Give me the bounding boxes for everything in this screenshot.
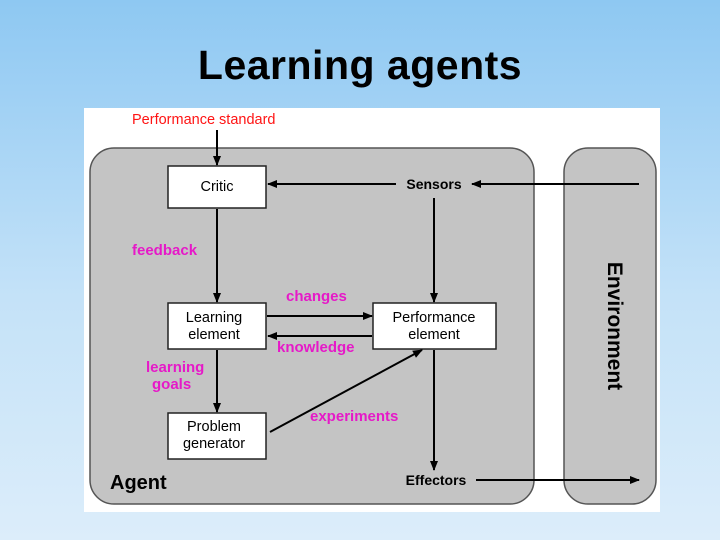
learning-goals-label-line2: goals bbox=[152, 376, 191, 393]
knowledge-label: knowledge bbox=[277, 339, 355, 356]
problem-generator-label-line1: Problem bbox=[187, 419, 241, 435]
environment-panel bbox=[563, 147, 657, 505]
critic-box bbox=[167, 165, 267, 209]
learning-goals-label-line1: learning bbox=[146, 359, 204, 376]
problem-generator-label-line2: generator bbox=[183, 436, 245, 452]
learning-element-label-line2: element bbox=[188, 327, 240, 343]
performance-element-label-line2: element bbox=[408, 327, 460, 343]
learning-element-label-line1: Learning bbox=[186, 310, 242, 326]
feedback-label: feedback bbox=[132, 242, 198, 259]
performance-standard-label: Performance standard bbox=[132, 112, 275, 128]
slide-title: Learning agents bbox=[197, 42, 523, 88]
environment-label: Environment bbox=[603, 262, 626, 390]
performance-element-box bbox=[372, 302, 497, 350]
performance-element-label-line1: Performance bbox=[392, 310, 475, 326]
learning-agent-diagram: Performance standard feedback changes kn… bbox=[84, 108, 660, 512]
critic-label: Critic bbox=[200, 179, 233, 195]
learning-element-box bbox=[167, 302, 267, 350]
problem-generator-box bbox=[167, 412, 267, 460]
experiments-label: experiments bbox=[310, 408, 398, 425]
sensors-label: Sensors bbox=[406, 176, 461, 192]
effectors-label: Effectors bbox=[406, 472, 467, 488]
experiments-arrow bbox=[269, 349, 423, 433]
agent-label: Agent bbox=[110, 472, 167, 494]
changes-label: changes bbox=[286, 288, 347, 305]
